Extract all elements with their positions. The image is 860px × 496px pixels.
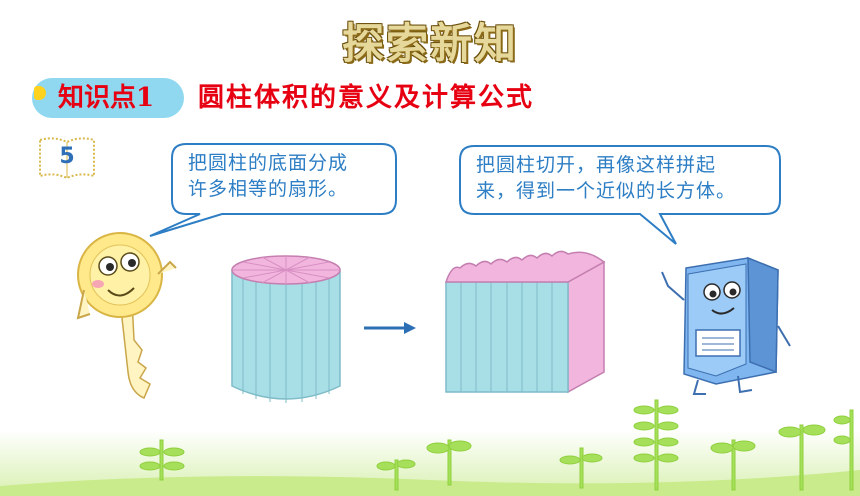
sprout-icon xyxy=(559,447,603,489)
example-book-icon xyxy=(39,137,95,180)
bubble-left-line1: 把圆柱的底面分成 xyxy=(188,152,349,174)
bubble-left-text: 把圆柱的底面分成 许多相等的扇形。 xyxy=(188,150,348,202)
example-number: 5 xyxy=(59,144,75,169)
notebook-icon xyxy=(695,329,741,357)
page-title: 探索新知 xyxy=(341,19,518,68)
bookmark-icon xyxy=(34,86,46,100)
sprout-icon xyxy=(139,439,185,481)
bubble-left-line2: 许多相等的扇形。 xyxy=(188,178,349,200)
sprout-icon xyxy=(376,459,416,491)
sprout-icon xyxy=(426,439,472,486)
sprout-icon xyxy=(710,439,756,491)
sprout-icon xyxy=(778,424,826,491)
bubble-right-line1: 把圆柱切开，再像这样拼起 xyxy=(476,154,717,176)
bubble-right-text: 把圆柱切开，再像这样拼起 来，得到一个近似的长方体。 xyxy=(476,152,736,204)
knowledge-point-badge xyxy=(32,78,184,118)
speech-bubble-right xyxy=(459,145,781,245)
knowledge-point-title: 圆柱体积的意义及计算公式 xyxy=(198,83,535,113)
speech-bubble-left xyxy=(149,143,397,237)
sprout-icon xyxy=(633,399,679,491)
knowledge-point-label: 知识点1 xyxy=(58,83,155,113)
sprout-icon xyxy=(833,409,854,491)
bubble-right-line2: 来，得到一个近似的长方体。 xyxy=(476,180,737,202)
